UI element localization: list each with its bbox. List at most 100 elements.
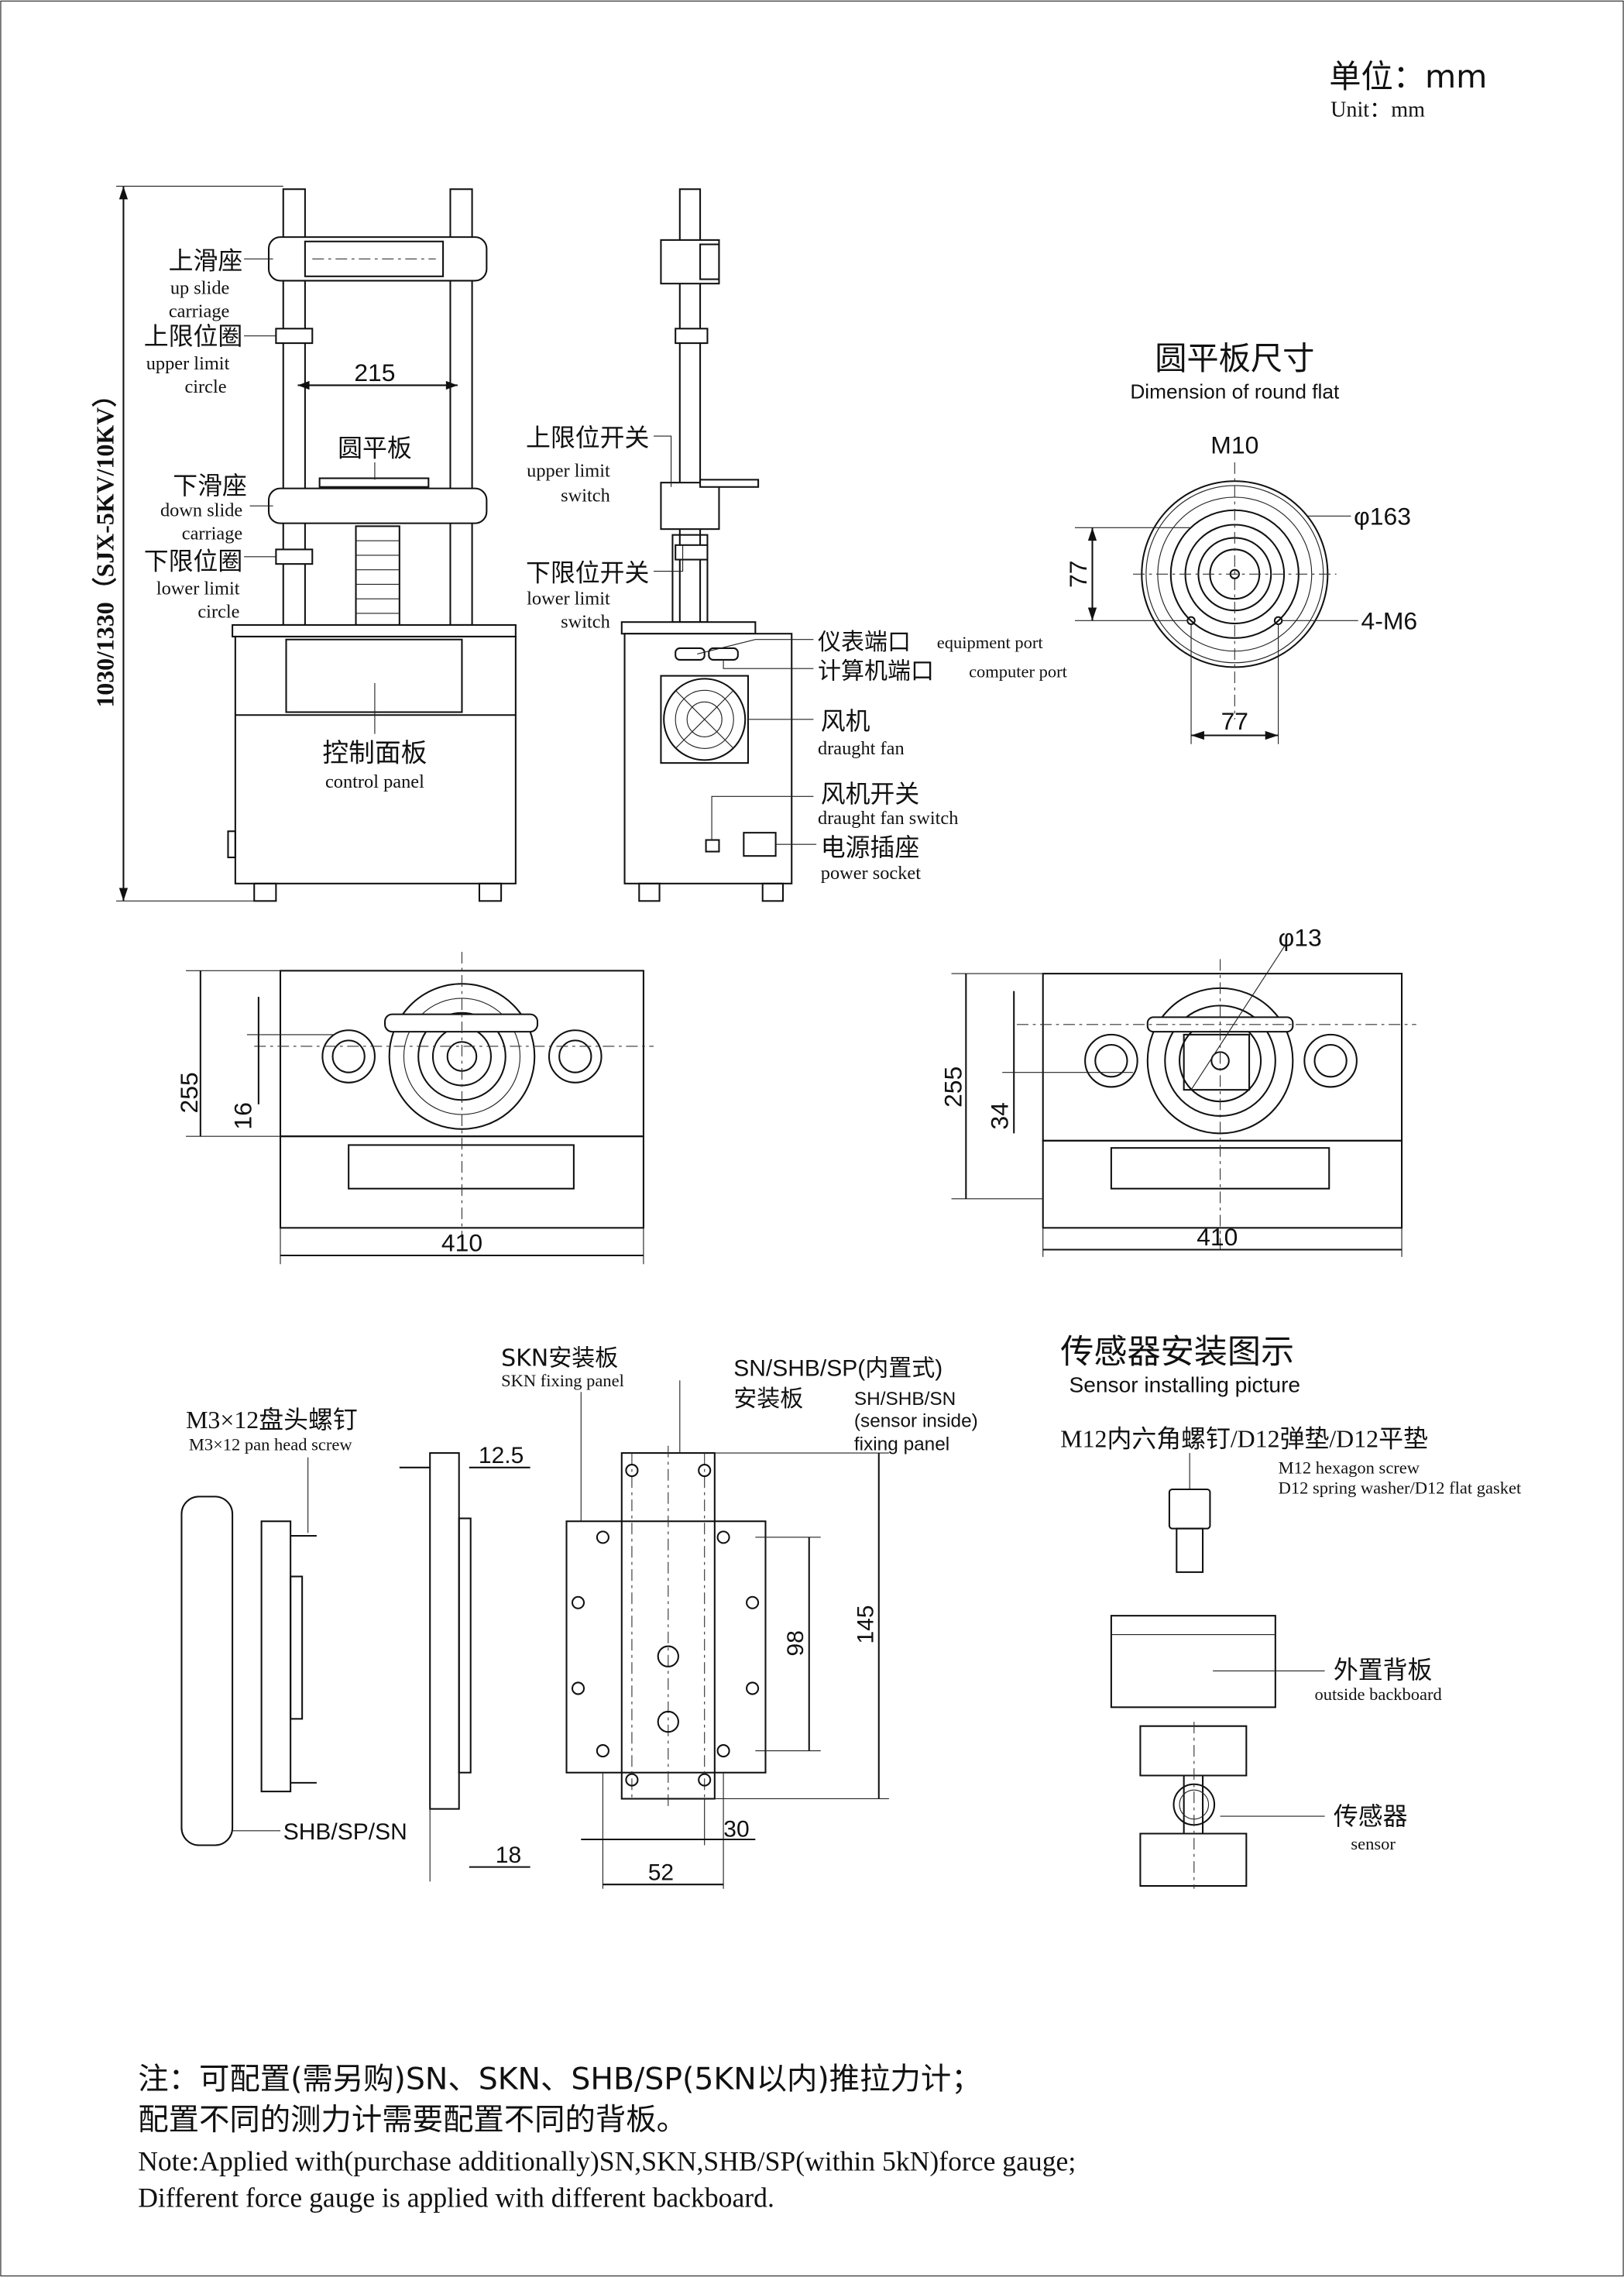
dim-30: 30 [723, 1816, 749, 1842]
label-upper-limit-en1: upper limit [146, 353, 230, 374]
s-type-sensor [1139, 1725, 1248, 1887]
dim-overall-height: 1030/1330（SJX-5KV/10KV） [91, 383, 118, 708]
label-lower-limit-en2: circle [197, 602, 239, 623]
skn-panel [565, 1520, 767, 1774]
unit-en: Unit：mm [1330, 98, 1425, 122]
label-upper-limit-cn: 上限位圈 [144, 321, 243, 351]
round-flat-title-cn: 圆平板尺寸 [1155, 340, 1314, 377]
sensor-install: 传感器安装图示 Sensor installing picture M12内六角… [1060, 1333, 1522, 1889]
label-computer-port-cn: 计算机端口 [818, 658, 934, 685]
label-computer-port-en: computer port [969, 661, 1068, 681]
notes: 注：可配置(需另购)SN、SKN、SHB/SP(5KN以内)推拉力计； 配置不同… [138, 2062, 1076, 2213]
label-up-slide-cn: 上滑座 [169, 246, 243, 275]
label-lower-switch-en1: lower limit [527, 589, 610, 610]
label-up-slide-en2: carriage [169, 301, 229, 321]
hex-screw [1168, 1488, 1211, 1530]
label-inside-en1: SH/SHB/SN [854, 1389, 956, 1410]
sensor-screw-cn: M12内六角螺钉/D12弹垫/D12平垫 [1060, 1426, 1428, 1453]
dim-phi13: φ13 [1279, 923, 1322, 951]
round-plate [318, 477, 430, 488]
dim-34: 34 [986, 1102, 1014, 1129]
label-fan-cn: 风机 [821, 706, 870, 736]
label-down-slide-cn: 下滑座 [173, 471, 247, 500]
label-control-panel-cn: 控制面板 [322, 737, 427, 768]
upper-limit-circle [275, 328, 314, 345]
label-shb-sp-sn: SHB/SP/SN [283, 1819, 407, 1845]
label-power-socket-en: power socket [821, 863, 922, 884]
label-up-slide-en1: up slide [170, 277, 230, 298]
backboard-cn: 外置背板 [1334, 1655, 1433, 1685]
fixing-panels: M3×12盘头螺钉 M3×12 pan head screw SHB/SP/SN… [180, 1345, 978, 1889]
fan-switch [705, 839, 720, 853]
label-lower-switch-en2: switch [561, 612, 610, 633]
label-power-socket-cn: 电源插座 [821, 833, 920, 862]
label-inside-en2: (sensor inside) [854, 1410, 978, 1431]
label-control-panel-en: control panel [325, 771, 424, 792]
sensor-title-cn: 传感器安装图示 [1060, 1333, 1294, 1372]
sensor-screw-en2: D12 spring washer/D12 flat gasket [1279, 1479, 1522, 1498]
force-gauge [180, 1496, 234, 1846]
label-fan-switch-cn: 风机开关 [821, 779, 920, 809]
round-flat-detail: 圆平板尺寸 Dimension of round flat M10 φ163 7… [1064, 340, 1417, 744]
control-box [234, 635, 517, 884]
dim-215: 215 [354, 359, 395, 386]
down-slide-carriage [267, 487, 488, 524]
sensor-cn: 传感器 [1334, 1801, 1408, 1831]
label-down-slide-en1: down slide [160, 500, 242, 520]
label-inside-cn2: 安装板 [733, 1386, 803, 1413]
dim-77-vertical: 77 [1064, 561, 1092, 588]
side-box [623, 633, 793, 884]
backboard-en: outside backboard [1314, 1685, 1441, 1704]
label-inside-en3: fixing panel [854, 1434, 949, 1454]
dim-4-m6: 4-M6 [1361, 607, 1418, 635]
note-en-line2: Different force gauge is applied with di… [138, 2183, 774, 2213]
label-fan-en: draught fan [818, 738, 905, 759]
side-view: 上限位开关 upper limit switch 下限位开关 lower lim… [526, 188, 1068, 902]
label-lower-limit-en1: lower limit [156, 579, 240, 599]
label-round-plate: 圆平板 [338, 433, 412, 462]
note-en-line1: Note:Applied with(purchase additionally)… [138, 2146, 1076, 2177]
note-cn-line2: 配置不同的测力计需要配置不同的背板。 [138, 2102, 687, 2138]
dim-98: 98 [783, 1630, 809, 1656]
outside-backboard [1110, 1615, 1276, 1709]
label-equipment-port-cn: 仪表端口 [818, 629, 911, 656]
dim-m10: M10 [1210, 431, 1258, 459]
dim-145: 145 [853, 1605, 878, 1643]
sensor-title-en: Sensor installing picture [1069, 1372, 1300, 1396]
sensor-en: sensor [1351, 1834, 1396, 1853]
equipment-port [675, 647, 706, 661]
label-upper-switch-en2: switch [561, 486, 610, 507]
sensor-screw-en1: M12 hexagon screw [1279, 1458, 1420, 1477]
front-view: 215 圆平板 1030/1330（SJX-5KV/10KV） 上滑座 up s… [91, 185, 517, 902]
display-window [285, 638, 463, 713]
label-upper-limit-en2: circle [184, 376, 226, 397]
label-lower-switch-cn: 下限位开关 [526, 558, 649, 588]
label-down-slide-en2: carriage [182, 523, 242, 544]
dim-77-horizontal: 77 [1221, 707, 1248, 735]
label-skn-cn: SKN安装板 [501, 1345, 618, 1372]
label-fan-switch-en: draught fan switch [818, 808, 958, 829]
note-cn-line1: 注：可配置(需另购)SN、SKN、SHB/SP(5KN以内)推拉力计； [138, 2062, 982, 2097]
dim-52: 52 [648, 1860, 674, 1886]
label-lower-limit-cn: 下限位圈 [144, 547, 243, 576]
upper-limit-switch [660, 482, 720, 531]
label-skn-en: SKN fixing panel [501, 1371, 624, 1390]
dim-410-right: 410 [1197, 1223, 1238, 1251]
dim-255-left: 255 [175, 1072, 203, 1113]
dim-18: 18 [496, 1843, 521, 1868]
dim-16: 16 [228, 1102, 256, 1129]
unit-cn: 单位：mm [1329, 58, 1487, 95]
top-view-left: 255 16 410 [175, 951, 654, 1265]
lower-limit-circle [275, 548, 314, 565]
dim-255-right: 255 [939, 1066, 967, 1108]
dim-410-left: 410 [441, 1228, 482, 1256]
label-pan-screw-cn: M3×12盘头螺钉 [186, 1406, 358, 1434]
round-flat-title-en: Dimension of round flat [1130, 380, 1340, 403]
dim-phi163: φ163 [1354, 503, 1411, 531]
label-upper-switch-cn: 上限位开关 [526, 423, 649, 452]
label-equipment-port-en: equipment port [937, 633, 1044, 652]
label-upper-switch-en1: upper limit [527, 461, 610, 482]
